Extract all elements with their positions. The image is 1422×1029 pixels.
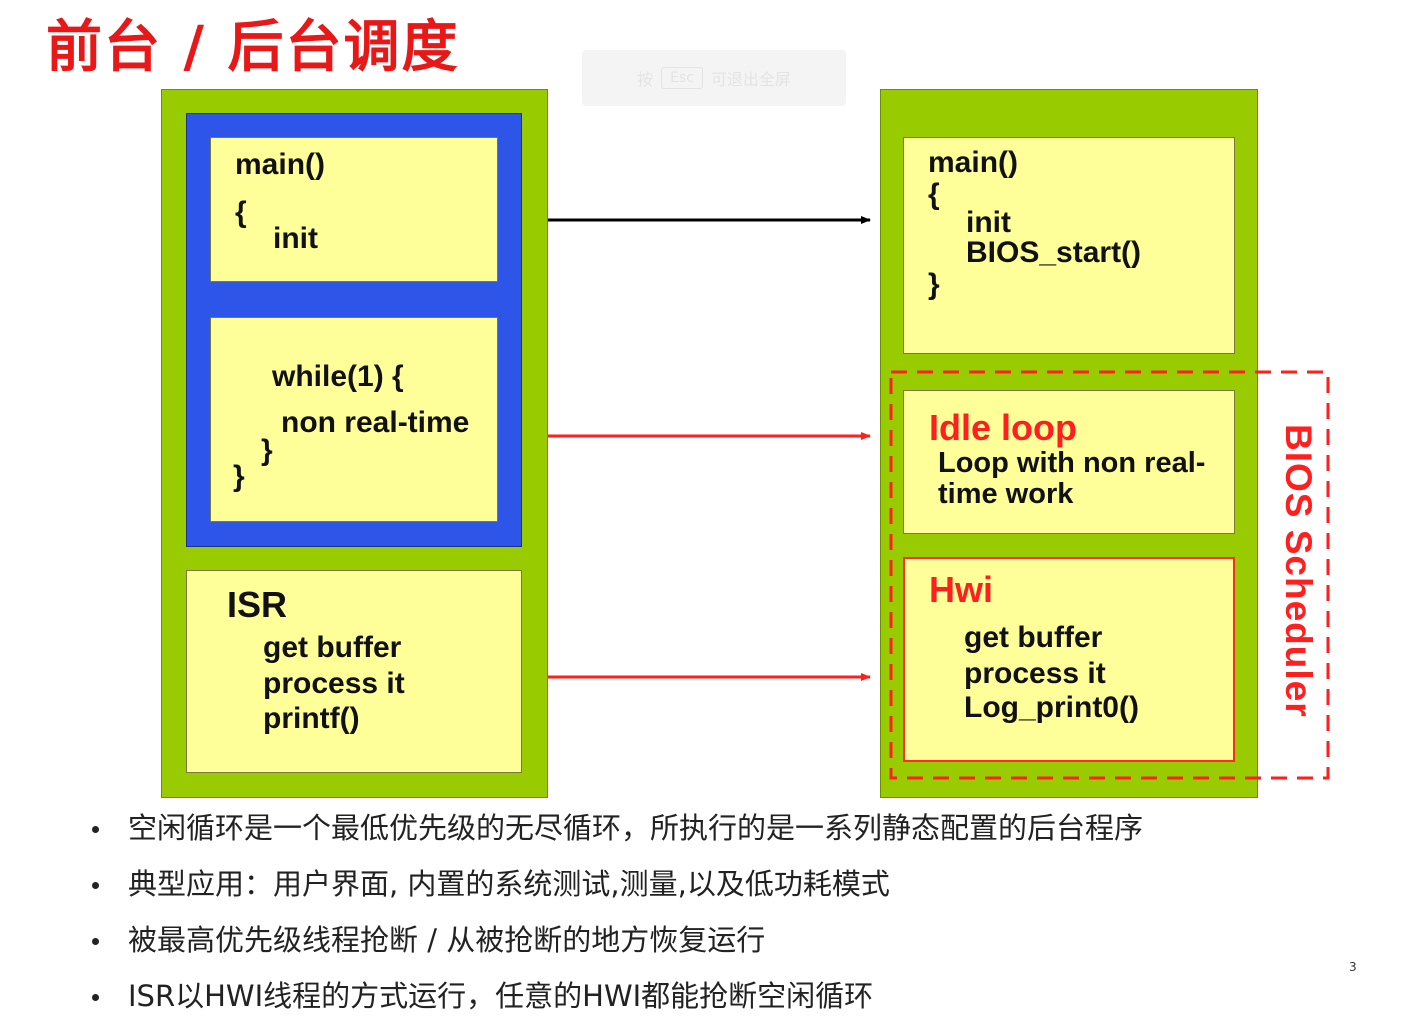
isr-line-printf: printf() (263, 702, 360, 735)
esc-hint-suffix: 可退出全屏 (710, 70, 791, 89)
isr-header: ISR (227, 584, 288, 625)
left-isr-box: ISR get buffer process it printf() (186, 570, 522, 773)
hwi-line-get-buffer: get buffer (964, 621, 1103, 654)
slide-title: 前台 / 后台调度 (46, 15, 460, 80)
left-main-open-brace: { (235, 196, 247, 229)
left-main-func: main() (235, 148, 325, 181)
bullet-dot (92, 938, 99, 945)
bullet-item: 被最高优先级线程抢断 / 从被抢断的地方恢复运行 (90, 917, 1143, 973)
fullscreen-exit-hint: 按 Esc 可退出全屏 (582, 50, 846, 106)
bios-scheduler-label: BIOS Scheduler (1278, 424, 1319, 718)
idle-loop-line-1: Loop with non real- (938, 447, 1206, 479)
bullet-text: ISR以HWI线程的方式运行，任意的HWI都能抢断空闲循环 (128, 979, 874, 1013)
left-loop-body: non real-time (281, 406, 470, 439)
bullet-list: 空闲循环是一个最低优先级的无尽循环，所执行的是一系列静态配置的后台程序 典型应用… (90, 805, 1143, 1029)
bullet-item: ISR以HWI线程的方式运行，任意的HWI都能抢断空闲循环 (90, 973, 1143, 1029)
right-main-init: init (966, 206, 1011, 239)
esc-hint-prefix: 按 (637, 70, 654, 89)
right-main-func: main() (928, 146, 1018, 179)
left-loop-box: while(1) { non real-time } } (210, 317, 498, 522)
hwi-header: Hwi (929, 569, 994, 610)
bullet-dot (92, 826, 99, 833)
isr-line-process: process it (263, 667, 405, 700)
bullet-text: 被最高优先级线程抢断 / 从被抢断的地方恢复运行 (128, 923, 766, 957)
left-main-box: main() { init (210, 137, 498, 282)
left-loop-close-inner: } (261, 434, 273, 467)
left-loop-while: while(1) { (272, 360, 404, 393)
idle-loop-header: Idle loop (929, 407, 1077, 448)
right-main-bios-start: BIOS_start() (966, 236, 1142, 269)
right-main-box: main() { init BIOS_start() } (903, 137, 1235, 354)
bullet-item: 典型应用：用户界面, 内置的系统测试,测量,以及低功耗模式 (90, 861, 1143, 917)
bullet-dot (92, 882, 99, 889)
left-loop-close-outer: } (233, 460, 245, 493)
isr-line-get-buffer: get buffer (263, 631, 402, 664)
hwi-line-process: process it (964, 657, 1106, 690)
esc-key-badge: Esc (661, 67, 703, 89)
left-main-init: init (273, 222, 318, 255)
idle-loop-box: Idle loop Loop with non real- time work (903, 390, 1235, 534)
bullet-item: 空闲循环是一个最低优先级的无尽循环，所执行的是一系列静态配置的后台程序 (90, 805, 1143, 861)
bullet-text: 典型应用：用户界面, 内置的系统测试,测量,以及低功耗模式 (128, 867, 890, 901)
bullet-dot (92, 994, 99, 1001)
idle-loop-line-2: time work (938, 478, 1074, 510)
right-main-close-brace: } (928, 268, 940, 301)
right-main-open-brace: { (928, 178, 940, 211)
page-number: 3 (1349, 960, 1357, 974)
hwi-line-log-print: Log_print0() (964, 691, 1139, 724)
hwi-box: Hwi get buffer process it Log_print0() (903, 557, 1235, 762)
bullet-text: 空闲循环是一个最低优先级的无尽循环，所执行的是一系列静态配置的后台程序 (128, 811, 1144, 845)
